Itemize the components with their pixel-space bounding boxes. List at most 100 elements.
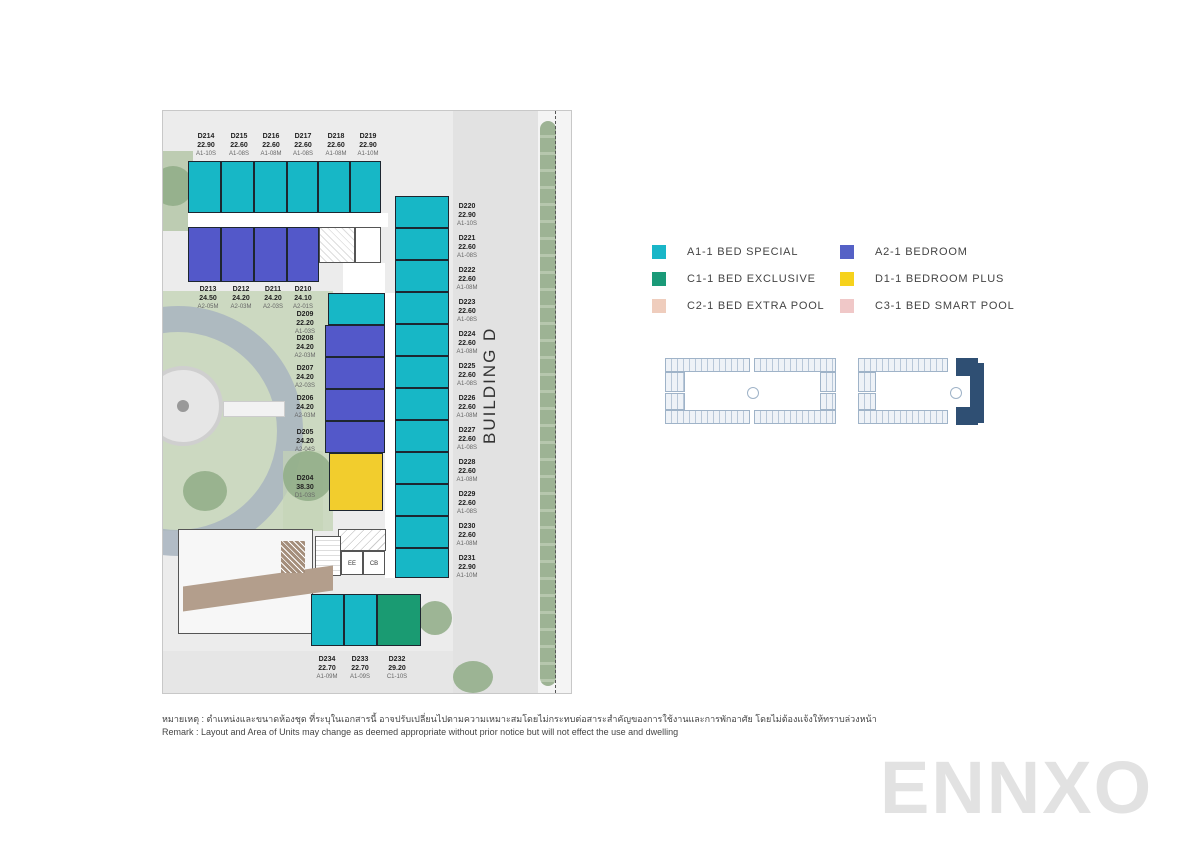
corridor-top xyxy=(188,213,388,227)
bottom-plaza xyxy=(163,651,453,693)
lobby-staircase xyxy=(281,541,305,573)
legend-label-c2: C2-1 BED EXTRA POOL xyxy=(687,300,825,312)
unit-d229[interactable] xyxy=(395,484,449,516)
unit-d209[interactable] xyxy=(328,293,385,325)
unit-d224[interactable] xyxy=(395,324,449,356)
unit-d204[interactable] xyxy=(329,453,383,511)
room-cb: CB xyxy=(363,551,385,575)
keymap-fountain-icon xyxy=(747,387,759,399)
legend-swatch-a2 xyxy=(840,245,854,259)
unit-d221[interactable] xyxy=(395,228,449,260)
corridor-right xyxy=(385,293,395,578)
unit-d225[interactable] xyxy=(395,356,449,388)
legend-label-c1: C1-1 BED EXCLUSIVE xyxy=(687,273,816,285)
building-label: BUILDING D xyxy=(478,326,502,450)
room-ee-label: EE xyxy=(347,561,356,567)
unit-d213[interactable] xyxy=(188,227,221,282)
legend-item-a1: A1-1 BED SPECIAL xyxy=(652,245,798,259)
unit-d231[interactable] xyxy=(395,548,449,578)
legend-swatch-d1 xyxy=(840,272,854,286)
unit-d218[interactable] xyxy=(318,161,350,213)
unit-d216[interactable] xyxy=(254,161,287,213)
unit-d230[interactable] xyxy=(395,516,449,548)
remark-thai: หมายเหตุ : ตำแหน่งและขนาดห้องชุด ที่ระบุ… xyxy=(162,714,877,724)
unit-d222[interactable] xyxy=(395,260,449,292)
unit-d210[interactable] xyxy=(287,227,319,282)
unit-d214[interactable] xyxy=(188,161,221,213)
keymap-building-top-1 xyxy=(665,358,750,372)
unit-d233[interactable] xyxy=(344,594,377,646)
unit-d228[interactable] xyxy=(395,452,449,484)
remark-english: Remark : Layout and Area of Units may ch… xyxy=(162,727,679,737)
unit-d220[interactable] xyxy=(395,196,449,228)
room-cb-label: CB xyxy=(369,561,379,567)
stair-core xyxy=(319,227,355,263)
keymap-building-bottom-1b xyxy=(665,393,685,410)
keymap-building-top-2b xyxy=(820,372,836,392)
legend-item-a2: A2-1 BEDROOM xyxy=(840,245,968,259)
building-label-text: BUILDING D xyxy=(480,326,499,444)
tree xyxy=(418,601,452,635)
keymap-building-d-highlighted-bottom xyxy=(956,407,978,425)
legend-swatch-c2 xyxy=(652,299,666,313)
keymap-fountain-icon-2 xyxy=(950,387,962,399)
keymap-building-c-bottom xyxy=(858,410,948,424)
unit-d232[interactable] xyxy=(377,594,421,646)
unit-d212[interactable] xyxy=(221,227,254,282)
unit-d223[interactable] xyxy=(395,292,449,324)
unit-d219[interactable] xyxy=(350,161,381,213)
unit-d205[interactable] xyxy=(325,421,385,453)
legend-label-d1: D1-1 BEDROOM PLUS xyxy=(875,273,1005,285)
keymap-building-bottom-2b xyxy=(820,393,836,410)
legend-item-d1: D1-1 BEDROOM PLUS xyxy=(840,272,1004,286)
tree xyxy=(283,451,333,501)
unit-d215[interactable] xyxy=(221,161,254,213)
lift-core xyxy=(338,529,386,551)
legend-label-a1: A1-1 BED SPECIAL xyxy=(687,246,799,258)
keymap-building-c-top xyxy=(858,358,948,372)
tree xyxy=(453,661,493,693)
unit-d206[interactable] xyxy=(325,389,385,421)
bridge xyxy=(223,401,285,417)
unit-d234[interactable] xyxy=(311,594,344,646)
room-ee: EE xyxy=(341,551,363,575)
unit-d208[interactable] xyxy=(325,325,385,357)
keymap-building-c-bottomb xyxy=(858,393,876,410)
legend-swatch-c3 xyxy=(840,299,854,313)
key-plan-map xyxy=(660,355,990,427)
unit-d226[interactable] xyxy=(395,388,449,420)
unit-d211[interactable] xyxy=(254,227,287,282)
unit-d207[interactable] xyxy=(325,357,385,389)
property-line xyxy=(555,111,556,693)
hedge-row xyxy=(540,121,556,686)
unit-d217[interactable] xyxy=(287,161,318,213)
keymap-building-bottom-2 xyxy=(754,410,836,424)
fountain-center xyxy=(177,400,189,412)
legend-label-c3: C3-1 BED SMART POOL xyxy=(875,300,1015,312)
unit-d227[interactable] xyxy=(395,420,449,452)
tree xyxy=(183,471,227,511)
